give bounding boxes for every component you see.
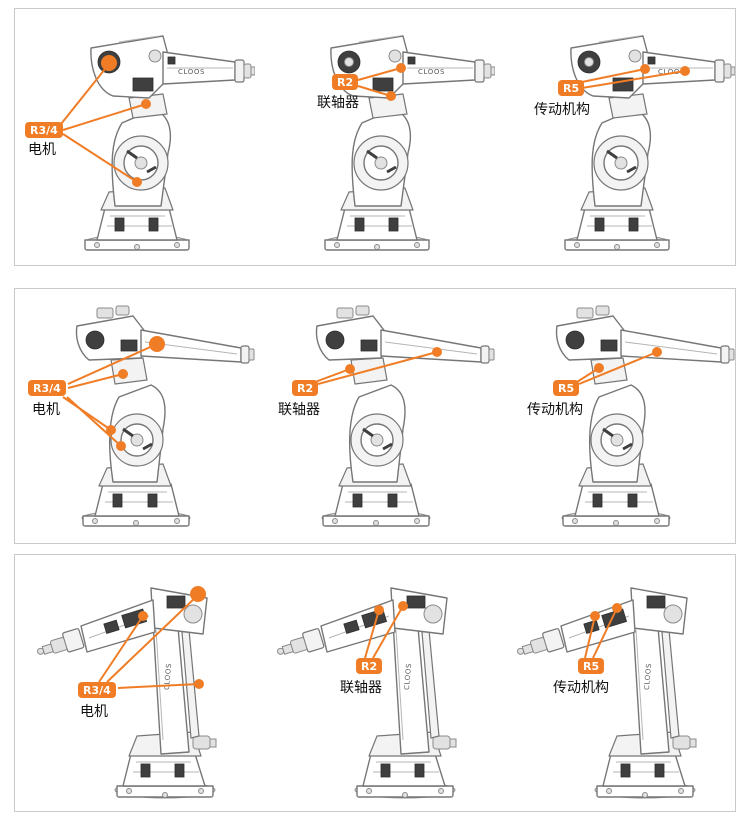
annotation-badge: R5 bbox=[578, 658, 605, 674]
callout-dot bbox=[590, 611, 600, 621]
figure-model1-coupling: R2 联轴器 bbox=[255, 12, 495, 262]
callout-dot bbox=[680, 66, 690, 76]
annotation-badge: R3/4 bbox=[28, 380, 66, 396]
callout-dot-large bbox=[101, 55, 117, 71]
annotation-overlay bbox=[314, 347, 442, 385]
annotation-caption: 电机 bbox=[32, 402, 60, 418]
annotation-caption: 传动机构 bbox=[527, 402, 583, 418]
annotation-badge: R5 bbox=[553, 380, 580, 396]
annotation-overlay bbox=[584, 603, 622, 659]
annotation-overlay bbox=[576, 347, 662, 385]
callout-dot bbox=[612, 603, 622, 613]
figure-model3-motors: R3/4 电机 bbox=[15, 558, 255, 808]
callout-dot bbox=[386, 91, 396, 101]
callout-dot-large bbox=[190, 586, 206, 602]
callout-dot bbox=[652, 347, 662, 357]
figure-model3-transmission: R5 传动机构 bbox=[495, 558, 735, 808]
callout-dot bbox=[141, 99, 151, 109]
annotation-overlay bbox=[581, 64, 690, 89]
callout-dot bbox=[432, 347, 442, 357]
annotation-badge: R3/4 bbox=[25, 122, 63, 138]
callout-dot bbox=[132, 177, 142, 187]
callout-dot bbox=[594, 363, 604, 373]
panel-robot-model-1: R3/4 电机 R2 联轴器 R5 传动机构 bbox=[14, 8, 736, 266]
annotation-caption: 联轴器 bbox=[340, 680, 382, 696]
annotation-caption: 电机 bbox=[80, 704, 108, 720]
callout-dot bbox=[374, 605, 384, 615]
figure-model1-transmission: R5 传动机构 bbox=[495, 12, 735, 262]
callout-dot-large bbox=[149, 336, 165, 352]
annotation-badge: R3/4 bbox=[78, 682, 116, 698]
figure-model1-motors: R3/4 电机 bbox=[15, 12, 255, 262]
figure-model3-coupling: R2 联轴器 bbox=[255, 558, 495, 808]
annotation-overlay bbox=[62, 336, 165, 451]
annotation-caption: 传动机构 bbox=[553, 680, 609, 696]
callout-dot bbox=[194, 679, 204, 689]
figure-model2-motors: R3/4 电机 bbox=[15, 292, 255, 542]
callout-dot bbox=[118, 369, 128, 379]
callout-dot bbox=[640, 64, 650, 74]
annotation-badge: R2 bbox=[292, 380, 319, 396]
annotation-caption: 联轴器 bbox=[278, 402, 320, 418]
callout-dot bbox=[398, 601, 408, 611]
annotation-caption: 传动机构 bbox=[534, 102, 590, 118]
annotation-overlay bbox=[364, 601, 408, 659]
annotation-overlay bbox=[357, 63, 406, 101]
annotation-overlay bbox=[60, 55, 151, 187]
annotation-caption: 联轴器 bbox=[317, 95, 359, 111]
annotation-badge: R2 bbox=[332, 74, 359, 90]
callout-dot bbox=[138, 611, 148, 621]
callout-dot bbox=[345, 364, 355, 374]
annotation-overlay bbox=[98, 586, 206, 689]
annotation-badge: R5 bbox=[558, 80, 585, 96]
callout-dot bbox=[396, 63, 406, 73]
callout-dot bbox=[116, 441, 126, 451]
annotation-caption: 电机 bbox=[28, 142, 56, 158]
annotation-badge: R2 bbox=[356, 658, 383, 674]
figure-model2-transmission: R5 传动机构 bbox=[495, 292, 735, 542]
figure-model2-coupling: R2 联轴器 bbox=[255, 292, 495, 542]
callout-dot bbox=[106, 425, 116, 435]
panel-robot-model-3: R3/4 电机 R2 联轴器 R5 传动机构 bbox=[14, 554, 736, 812]
panel-robot-model-2: R3/4 电机 R2 联轴器 R5 传动机构 bbox=[14, 288, 736, 544]
